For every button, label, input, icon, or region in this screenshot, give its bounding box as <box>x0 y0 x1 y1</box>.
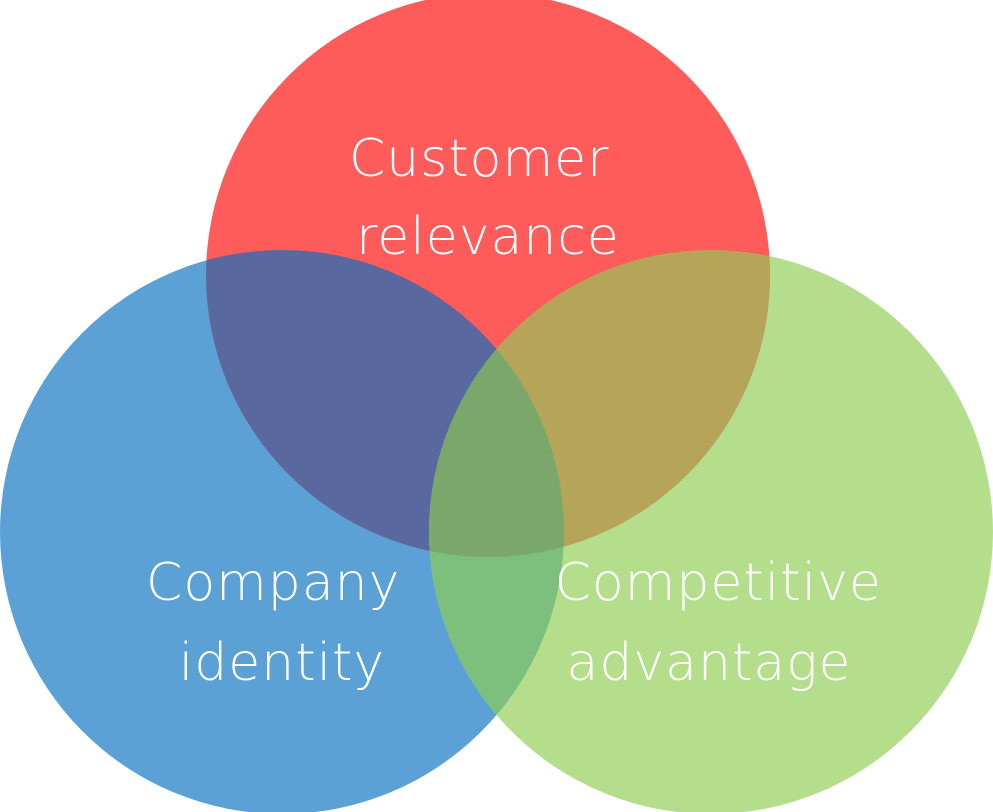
company-identity-label-line-2: identity <box>179 633 385 693</box>
customer-relevance-label-line-2: relevance <box>356 207 620 267</box>
competitive-advantage-label: Competitive advantage <box>555 553 900 693</box>
competitive-advantage-label-line-2: advantage <box>567 633 852 693</box>
company-identity-label: Company identity <box>146 553 418 693</box>
customer-relevance-label: Customer relevance <box>349 129 627 267</box>
company-identity-label-line-1: Company <box>146 553 400 613</box>
customer-relevance-label-line-1: Customer <box>349 129 610 189</box>
competitive-advantage-label-line-1: Competitive <box>555 553 882 613</box>
